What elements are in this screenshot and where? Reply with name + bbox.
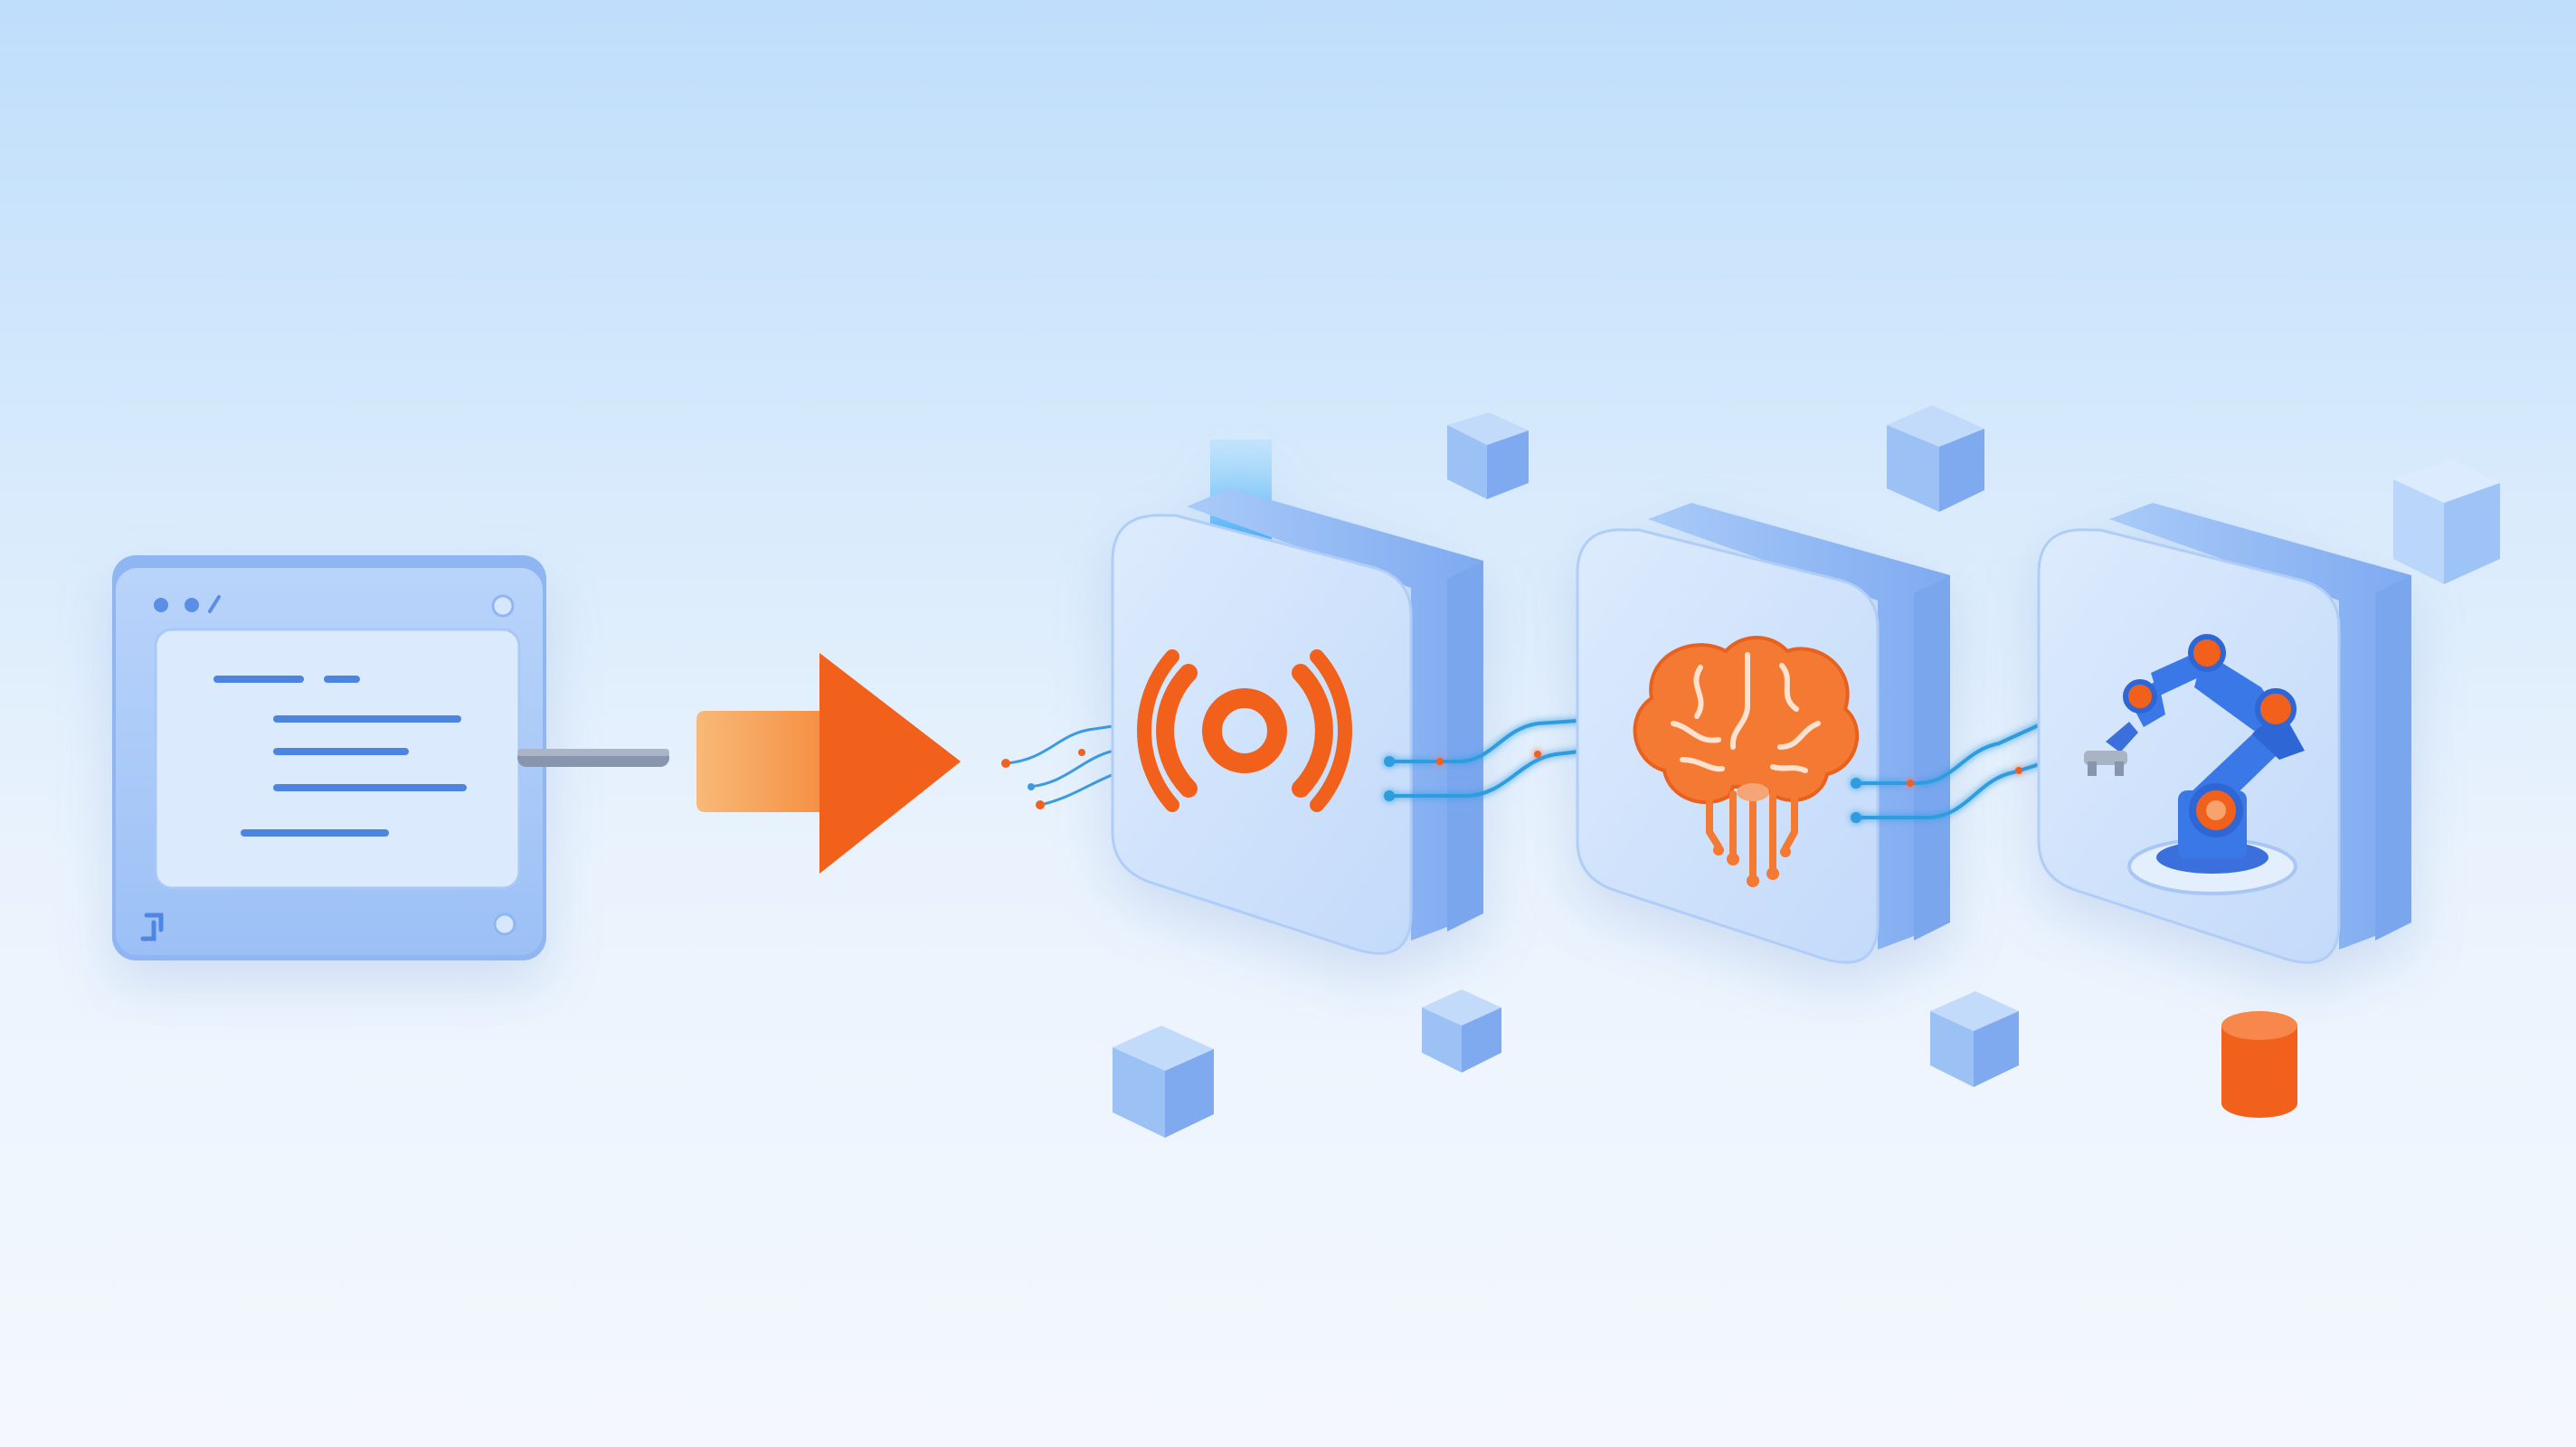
window-corner-screw-icon [493,913,516,936]
floating-cube-icon [1447,412,1529,499]
floating-cube-icon [1930,991,2019,1087]
stage-brain [1576,503,1950,964]
orange-cylinder-icon [2221,1011,2297,1118]
window-control-dot-icon [154,598,168,612]
document-panel [154,628,521,890]
connector-brain-to-robot [1851,709,2073,823]
window-control-dot-icon [185,598,199,612]
floating-cube-icon [1887,405,1984,512]
output-connector [517,749,669,767]
window-corner-screw-icon [491,594,515,618]
robotic-arm-icon [2084,634,2305,895]
arrow-right-icon [696,653,961,874]
stage-robot [2037,503,2411,964]
broadcast-signal-icon [1137,649,1352,812]
text-lines-icon [213,676,467,837]
window-control-slash-icon [208,595,221,613]
resize-corner-icon [140,913,164,941]
brain-circuit-icon [1633,636,1860,887]
floating-cube-icon [1113,1026,1214,1138]
stage-signal [1111,440,1483,955]
input-window [112,555,546,960]
floating-cube-icon [1422,989,1501,1073]
floating-cube-icon [2393,459,2500,584]
